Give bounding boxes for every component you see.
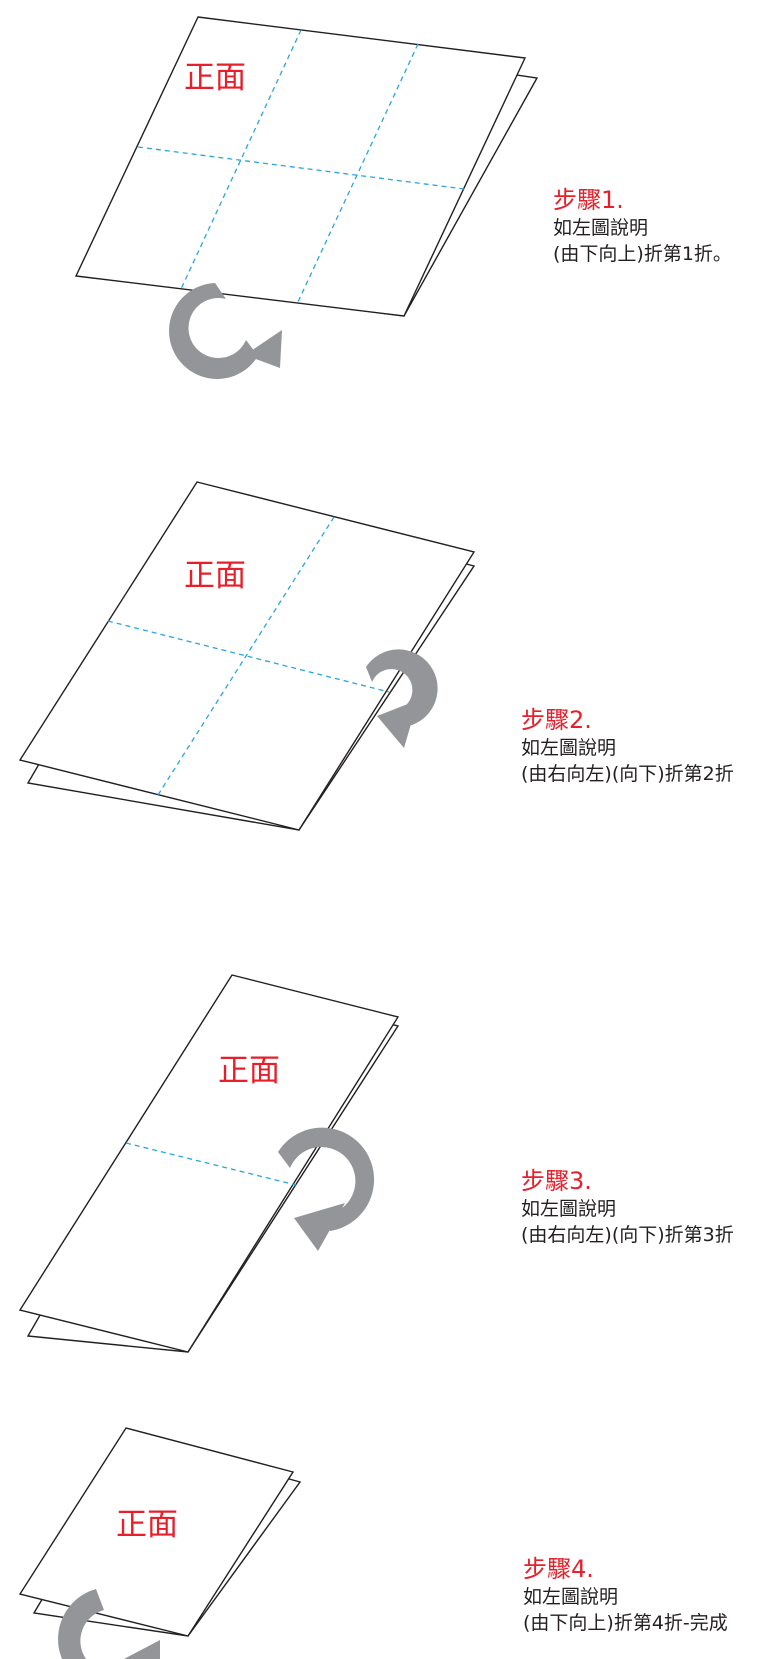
- paper-front-sheet: [18, 481, 476, 831]
- step-instruction: (由右向左)(向下)折第3折: [521, 1224, 734, 1246]
- fold-line: [125, 1142, 297, 1186]
- fold-line: [107, 620, 390, 693]
- front-label: 正面: [116, 1507, 178, 1543]
- curved-arrow-icon: [169, 283, 282, 379]
- fold-line: [137, 146, 465, 190]
- front-label: 正面: [184, 558, 246, 594]
- step-description: 如左圖說明: [523, 1586, 619, 1608]
- curved-arrow-icon: [58, 1589, 160, 1659]
- step-4-figure: 正面: [18, 1427, 302, 1659]
- step-2-caption: 步驟2. 如左圖說明 (由右向左)(向下)折第2折: [521, 705, 734, 787]
- fold-line: [157, 516, 335, 796]
- step-description: 如左圖說明: [521, 1198, 617, 1220]
- step-title: 步驟3.: [521, 1167, 592, 1195]
- step-3-figure: 正面: [18, 974, 400, 1353]
- step-4-caption: 步驟4. 如左圖說明 (由下向上)折第4折-完成: [523, 1554, 728, 1636]
- fold-line: [180, 29, 302, 290]
- step-title: 步驟4.: [523, 1555, 594, 1583]
- paper-front-sheet: [74, 16, 527, 317]
- paper-front-sheet: [18, 1427, 295, 1637]
- step-instruction: (由右向左)(向下)折第2折: [521, 763, 734, 785]
- step-instruction: (由下向上)折第4折-完成: [523, 1612, 728, 1634]
- curved-arrow-icon: [366, 649, 438, 748]
- step-title: 步驟1.: [553, 186, 624, 214]
- step-3-caption: 步驟3. 如左圖說明 (由右向左)(向下)折第3折: [521, 1166, 734, 1248]
- step-title: 步驟2.: [521, 706, 592, 734]
- step-description: 如左圖說明: [521, 737, 617, 759]
- front-label: 正面: [184, 60, 246, 96]
- step-2-figure: 正面: [18, 481, 476, 831]
- fold-line: [296, 43, 419, 305]
- step-description: 如左圖說明: [553, 217, 649, 239]
- step-1-caption: 步驟1. 如左圖說明 (由下向上)折第1折。: [553, 185, 732, 267]
- step-1-figure: 正面: [74, 16, 539, 379]
- front-label: 正面: [218, 1053, 280, 1089]
- step-instruction: (由下向上)折第1折。: [553, 243, 732, 265]
- curved-arrow-icon: [278, 1127, 375, 1251]
